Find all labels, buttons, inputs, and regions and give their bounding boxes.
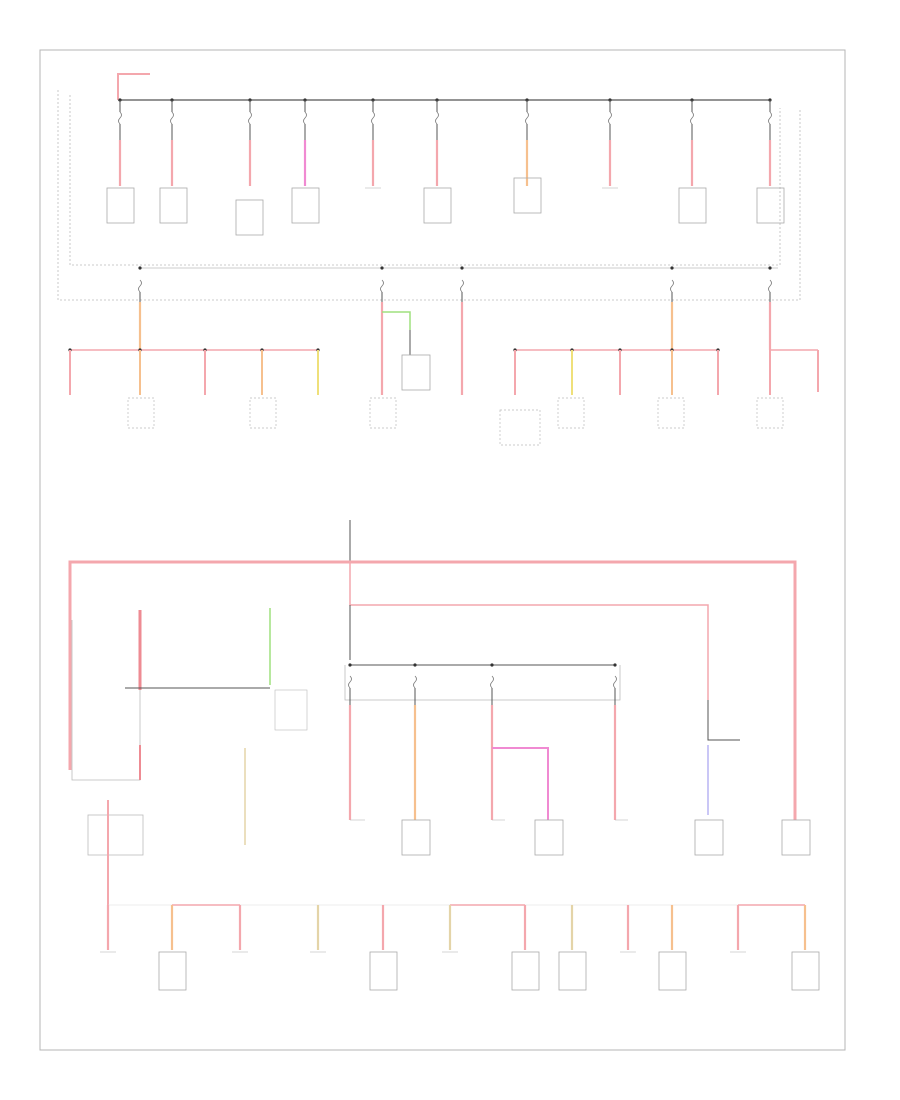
load-component-box	[423, 187, 452, 224]
bottom-left-fuse-box	[87, 814, 144, 856]
load-component-box	[657, 397, 685, 429]
fuse-relay-box	[274, 689, 308, 731]
bus-junction	[613, 663, 617, 667]
load-component-box	[499, 409, 541, 446]
sub-panel-outline	[344, 665, 621, 701]
load-component-box	[369, 397, 397, 429]
fuse-symbol	[138, 279, 142, 293]
fuse-symbol	[690, 111, 694, 125]
fuse-symbol	[380, 279, 384, 293]
load-component-box	[369, 951, 398, 991]
fuse-symbol	[670, 279, 674, 293]
fuse-symbol	[413, 675, 417, 689]
load-component-box	[159, 187, 188, 224]
top-fuse-panel	[57, 73, 801, 301]
bus-junction	[413, 663, 417, 667]
load-component-box	[756, 397, 784, 429]
fuse-symbol	[303, 111, 307, 125]
load-component-box	[511, 951, 540, 991]
fuse-symbol	[118, 111, 122, 125]
fuse-symbol	[490, 675, 494, 689]
fuse-symbol	[613, 675, 617, 689]
middle-row-branches	[68, 266, 819, 446]
bus-junction	[460, 266, 464, 270]
bus-junction	[380, 266, 384, 270]
fuse-symbol	[525, 111, 529, 125]
top-source-feed	[117, 73, 150, 100]
bus-junction	[490, 663, 494, 667]
sub-panel-branches	[348, 663, 811, 856]
load-component-box	[235, 199, 264, 236]
bottom-row-loads	[100, 904, 820, 991]
load-component-box	[127, 397, 155, 429]
load-component-box	[291, 187, 320, 224]
right-fuse-line	[707, 700, 740, 741]
wire-segment	[382, 311, 411, 330]
fuse-symbol	[768, 279, 772, 293]
load-component-box	[401, 819, 431, 856]
load-component-box	[106, 187, 135, 224]
bus-junction	[348, 663, 352, 667]
fuse-symbol	[435, 111, 439, 125]
load-component-box	[558, 951, 587, 991]
main-red-trunk	[68, 560, 797, 820]
diagram-frame	[39, 49, 846, 1051]
fuse-symbol	[608, 111, 612, 125]
fuse-panel-outline	[69, 95, 781, 266]
load-component-box	[781, 819, 811, 856]
load-component-box	[401, 354, 431, 391]
fuse-panel-outline-outer	[57, 90, 801, 301]
load-component-box	[678, 187, 707, 224]
load-component-box	[557, 397, 585, 429]
branch-to-right	[349, 562, 709, 700]
load-component-box	[658, 951, 687, 991]
left-relay-box	[71, 620, 141, 781]
fuse-symbol	[768, 111, 772, 125]
load-component-box	[756, 187, 785, 224]
fuse-symbol	[460, 279, 464, 293]
load-component-box	[694, 819, 724, 856]
fuse-symbol	[170, 111, 174, 125]
load-component-box	[513, 177, 542, 214]
wire-segment	[492, 747, 549, 820]
fuse-symbol	[371, 111, 375, 125]
load-component-box	[158, 951, 187, 991]
top-row-fuses	[106, 98, 785, 236]
load-component-box	[534, 819, 564, 856]
bus-junction	[768, 266, 772, 270]
load-component-box	[791, 951, 820, 991]
load-component-box	[249, 397, 277, 429]
fuse-symbol	[248, 111, 252, 125]
bus-junction	[138, 266, 142, 270]
fuse-symbol	[348, 675, 352, 689]
bus-junction	[670, 266, 674, 270]
